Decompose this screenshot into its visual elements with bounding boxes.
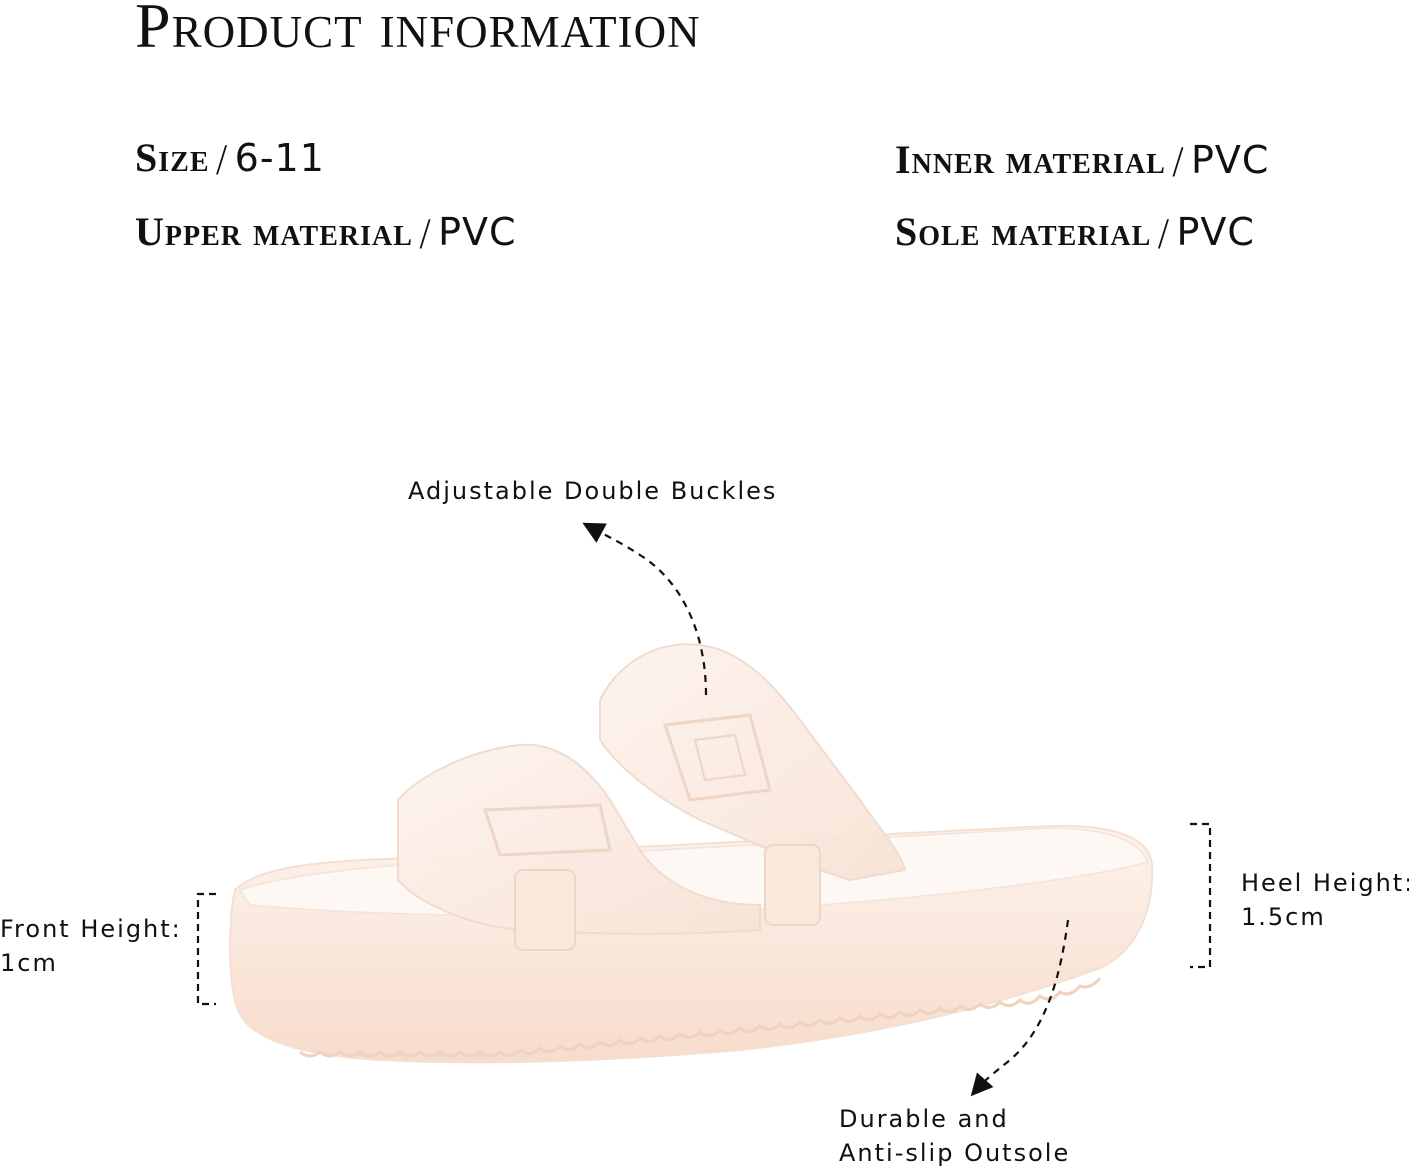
spec-upper-label: Upper material xyxy=(135,209,413,254)
spec-upper-material: Upper material/PVC xyxy=(135,212,517,252)
outsole-arrow xyxy=(970,919,1070,1097)
outsole-line-1: Durable and xyxy=(839,1105,1009,1133)
outsole-line-2: Anti-slip Outsole xyxy=(839,1139,1071,1167)
spec-inner-material: Inner material/PVC xyxy=(895,140,1269,180)
heel-height-callout: Heel Height: 1.5cm xyxy=(1241,866,1409,934)
spec-upper-value: PVC xyxy=(438,210,517,254)
spec-inner-label: Inner material xyxy=(895,137,1166,182)
heel-height-label: Heel Height: xyxy=(1241,869,1409,897)
front-height-bracket xyxy=(196,892,216,1006)
spec-sole-value: PVC xyxy=(1176,210,1255,254)
sandal-tread xyxy=(299,977,1102,1058)
front-height-value: 1cm xyxy=(0,949,58,977)
sandal-icon xyxy=(229,643,1154,1064)
spec-sole-material: Sole material/PVC xyxy=(895,212,1255,252)
spec-sole-label: Sole material xyxy=(895,209,1152,254)
spec-upper-separator: / xyxy=(418,213,433,254)
sandal-back-tab xyxy=(764,844,821,926)
front-height-label: Front Height: xyxy=(0,915,182,943)
spec-size-label: Size xyxy=(135,135,210,180)
sandal-back-strap xyxy=(599,643,907,882)
sandal-front-buckle xyxy=(482,803,612,857)
heel-height-bracket xyxy=(1190,822,1212,969)
spec-size: Size/6-11 xyxy=(135,138,325,178)
spec-size-value: 6-11 xyxy=(234,136,325,180)
front-height-callout: Front Height: 1cm xyxy=(0,912,182,980)
buckles-callout: Adjustable Double Buckles xyxy=(408,477,778,505)
page-title: Product information xyxy=(135,0,701,61)
spec-size-separator: / xyxy=(215,139,229,180)
sandal-back-buckle xyxy=(662,713,772,802)
sandal-front-strap xyxy=(397,743,761,935)
heel-height-value: 1.5cm xyxy=(1241,903,1326,931)
outsole-callout: Durable and Anti-slip Outsole xyxy=(839,1102,1070,1170)
spec-sole-separator: / xyxy=(1157,213,1171,254)
spec-inner-value: PVC xyxy=(1190,138,1270,182)
buckles-arrow xyxy=(582,522,708,696)
sandal-front-tab xyxy=(514,869,576,951)
spec-inner-separator: / xyxy=(1171,141,1185,182)
